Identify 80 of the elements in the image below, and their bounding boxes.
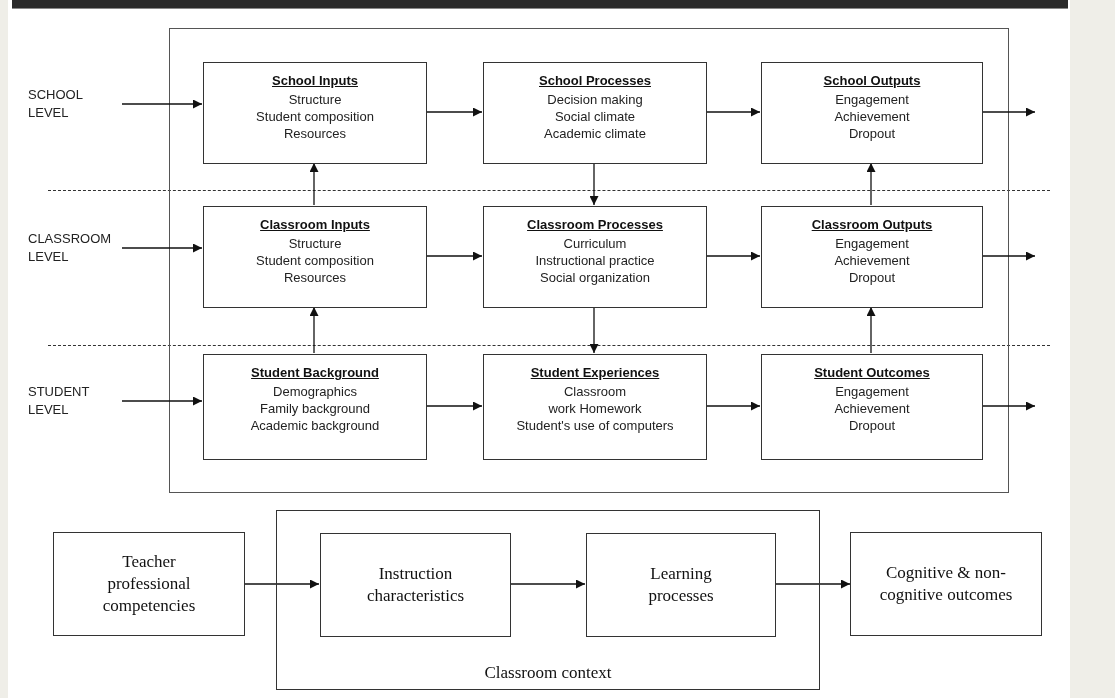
arrow	[425, 107, 483, 117]
box-heading: Student Background	[251, 365, 379, 380]
box-item: Engagement	[835, 235, 909, 252]
arrow	[244, 579, 320, 589]
arrow	[121, 396, 203, 406]
arrow	[589, 306, 599, 354]
context-frame	[276, 510, 820, 690]
box-item: Demographics	[273, 383, 357, 400]
box-item: Decision making	[547, 91, 643, 108]
process-box	[850, 532, 1042, 636]
level-label: SCHOOL LEVEL	[28, 86, 83, 122]
box-item: Engagement	[835, 91, 909, 108]
box-item: Academic climate	[544, 125, 646, 142]
box-text: Teacher professional competencies	[101, 551, 197, 617]
box-item: Resources	[283, 125, 347, 142]
box-item: Resources	[283, 269, 347, 286]
box-item: work Homework	[548, 400, 642, 417]
arrow	[589, 162, 599, 206]
box-item: Dropout	[848, 417, 896, 434]
box-item: Classroom	[563, 383, 627, 400]
arrow	[309, 162, 319, 206]
box-heading: School Processes	[539, 73, 651, 88]
level-label: STUDENT LEVEL	[28, 383, 90, 419]
box-text: Learning processes	[647, 563, 715, 607]
arrow	[425, 401, 483, 411]
process-box	[203, 62, 427, 164]
arrow	[121, 243, 203, 253]
arrow	[981, 401, 1036, 411]
process-box	[483, 62, 707, 164]
box-item: Engagement	[835, 383, 909, 400]
box-item: Social climate	[554, 108, 636, 125]
box-heading: School Inputs	[272, 73, 358, 88]
process-box	[203, 206, 427, 308]
box-item: Curriculum	[563, 235, 627, 252]
box-heading: School Outputs	[823, 73, 921, 88]
box-item: Achievement	[834, 108, 910, 125]
process-box	[203, 354, 427, 460]
process-box	[483, 354, 707, 460]
process-box	[320, 533, 511, 637]
box-heading: Classroom Inputs	[260, 217, 370, 232]
process-box	[761, 354, 983, 460]
arrow	[705, 251, 761, 261]
process-box	[483, 206, 707, 308]
box-item: Achievement	[834, 400, 910, 417]
box-heading: Classroom Outputs	[811, 217, 933, 232]
box-text: Cognitive & non-cognitive outcomes	[878, 562, 1014, 606]
box-item: Student's use of computers	[516, 417, 674, 434]
arrow	[981, 107, 1036, 117]
arrow	[866, 162, 876, 206]
process-box	[761, 206, 983, 308]
box-item: Social organization	[540, 269, 650, 286]
box-item: Student composition	[256, 108, 374, 125]
box-heading: Student Experiences	[530, 365, 660, 380]
arrow	[774, 579, 851, 589]
process-box	[586, 533, 776, 637]
box-item: Family background	[260, 400, 370, 417]
arrow	[866, 306, 876, 354]
arrow	[121, 99, 203, 109]
box-item: Structure	[288, 91, 342, 108]
arrow	[981, 251, 1036, 261]
box-text: Instruction characteristics	[365, 563, 466, 607]
process-box	[761, 62, 983, 164]
level-label: CLASSROOM LEVEL	[28, 230, 112, 266]
box-item: Academic background	[250, 417, 380, 434]
arrow	[705, 401, 761, 411]
frame-label: Classroom context	[483, 663, 613, 683]
box-item: Dropout	[848, 269, 896, 286]
box-heading: Student Outcomes	[814, 365, 930, 380]
arrow	[705, 107, 761, 117]
process-box	[53, 532, 245, 636]
box-item: Structure	[288, 235, 342, 252]
box-item: Student composition	[256, 252, 374, 269]
outer-frame	[169, 28, 1009, 493]
box-item: Dropout	[848, 125, 896, 142]
arrow	[309, 306, 319, 354]
box-item: Achievement	[834, 252, 910, 269]
box-heading: Classroom Processes	[527, 217, 663, 232]
arrow	[425, 251, 483, 261]
box-item: Instructional practice	[535, 252, 655, 269]
arrow	[509, 579, 586, 589]
